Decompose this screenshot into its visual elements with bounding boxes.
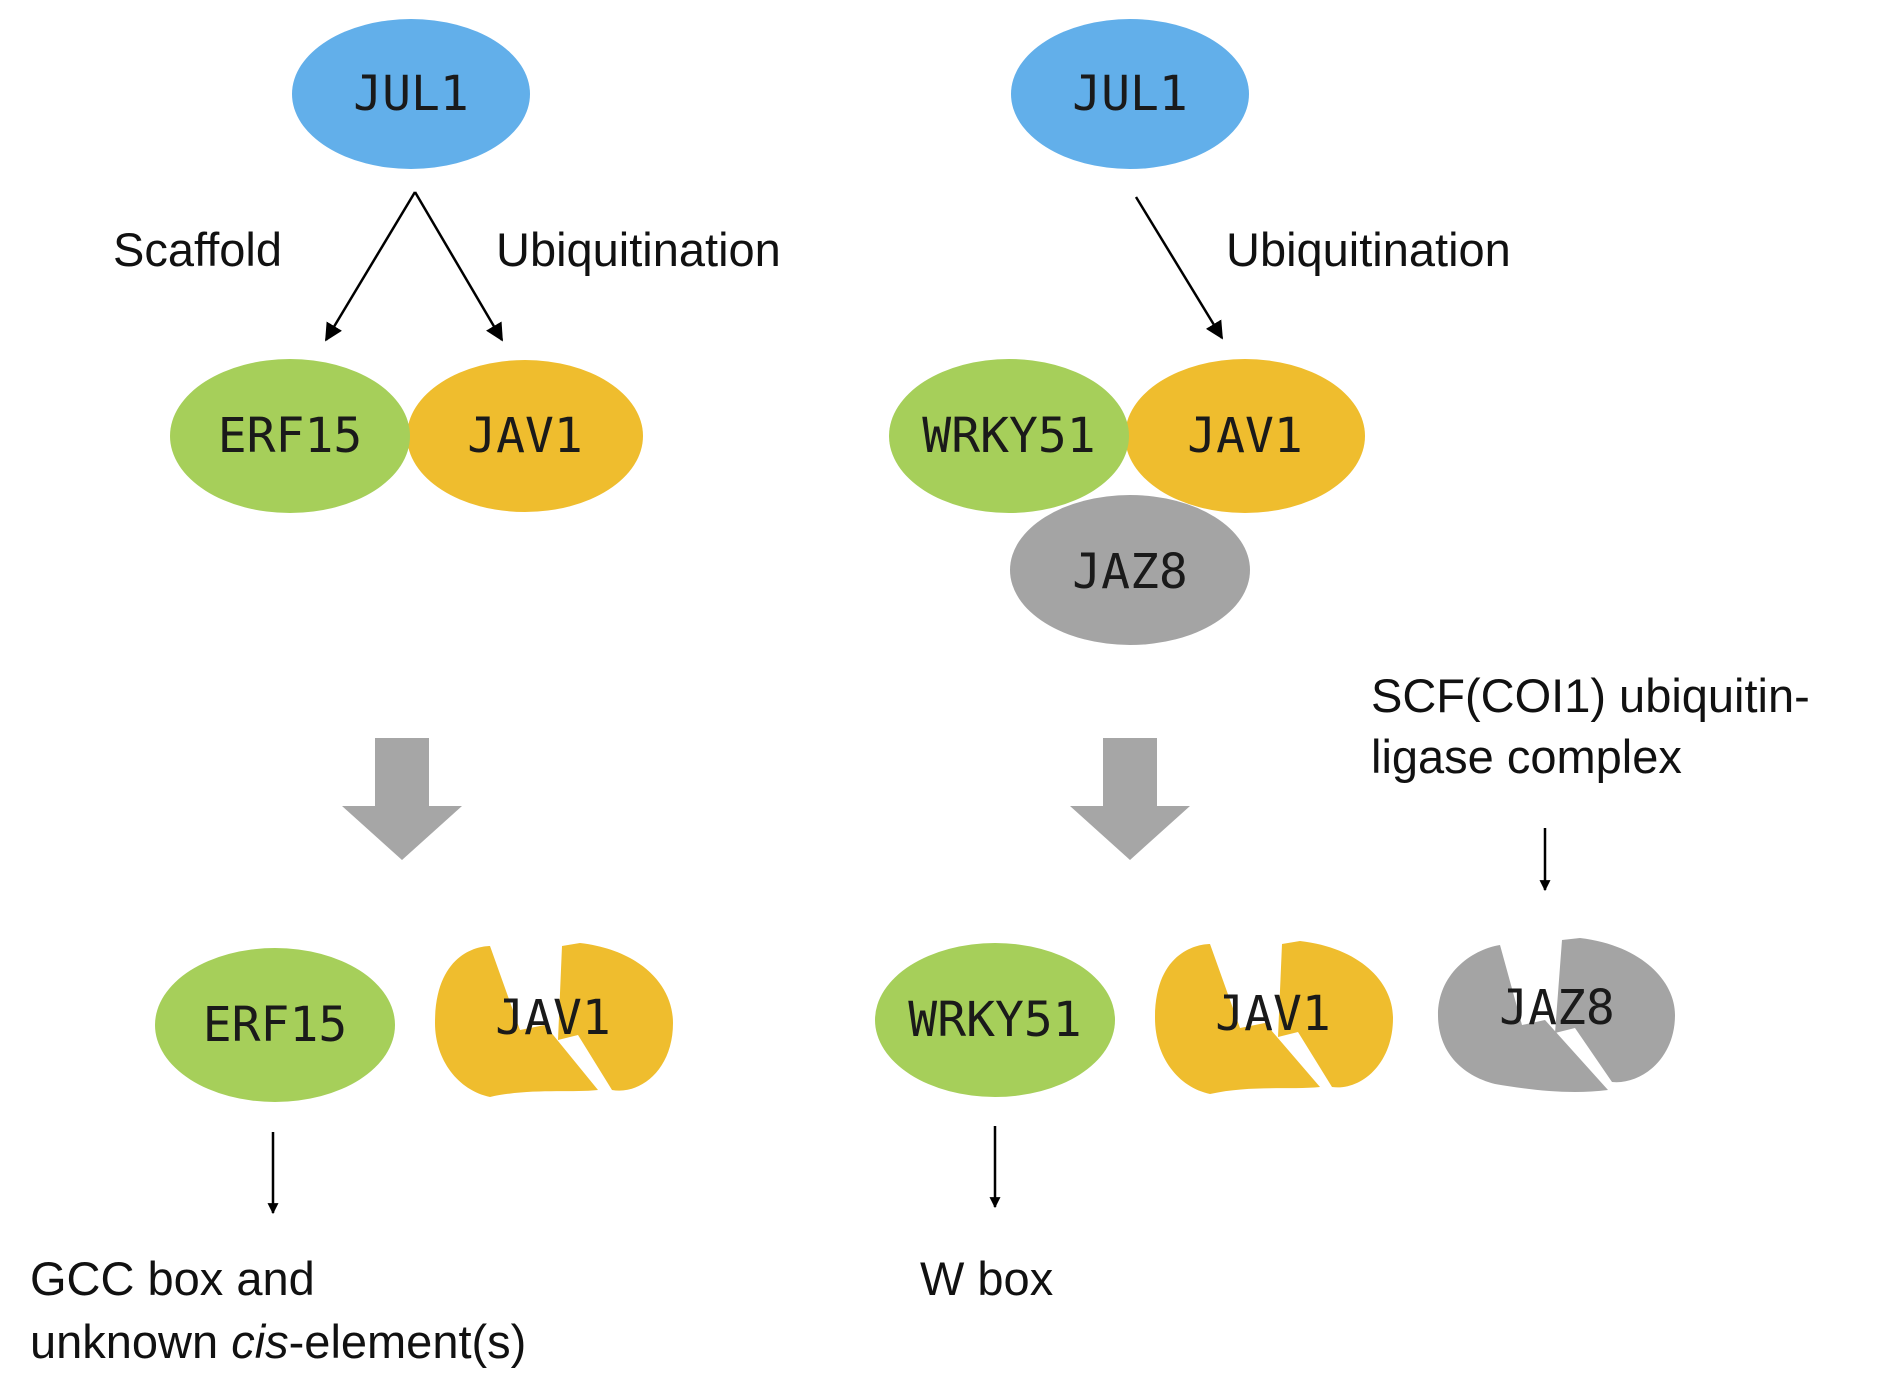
right-wrky51-label: WRKY51 [922, 408, 1095, 464]
right-result-jaz8-label: JAZ8 [1499, 980, 1615, 1036]
left-down-big-arrow [342, 738, 462, 860]
left-jav1-label: JAV1 [467, 408, 583, 464]
right-ubiquitination-arrow [1134, 196, 1224, 340]
left-ubiquitination-arrow [413, 191, 504, 342]
left-result: ERF15 JAV1 [155, 943, 673, 1102]
right-complex: WRKY51 JAV1 JAZ8 [889, 359, 1365, 645]
scf-label-line2: ligase complex [1371, 730, 1682, 783]
left-result-erf15-label: ERF15 [203, 997, 348, 1053]
right-ubiquitination-label: Ubiquitination [1226, 223, 1511, 276]
left-jav1-broken-right [558, 943, 673, 1091]
left-result-jav1-label: JAV1 [495, 990, 611, 1046]
right-result-wrky51-label: WRKY51 [908, 992, 1081, 1048]
right-jav1-broken-left [1155, 944, 1320, 1094]
right-result-jav1-label: JAV1 [1215, 986, 1331, 1042]
right-jul1-node: JUL1 [1011, 19, 1249, 169]
scaffold-label: Scaffold [113, 223, 282, 276]
right-down-big-arrow [1070, 738, 1190, 860]
right-target-label: W box [920, 1252, 1053, 1305]
right-result: WRKY51 JAV1 JAZ8 [875, 938, 1675, 1097]
left-target-line1: GCC box and [30, 1252, 315, 1305]
right-jul1-label: JUL1 [1072, 66, 1188, 122]
right-jaz8-broken-right [1555, 938, 1675, 1083]
scf-label-line1: SCF(COI1) ubiquitin- [1371, 669, 1810, 722]
scaffold-arrow [324, 191, 417, 342]
right-jav1-broken-right [1278, 941, 1393, 1088]
left-ubiquitination-label: Ubiquitination [496, 223, 781, 276]
right-jaz8-label: JAZ8 [1072, 544, 1188, 600]
left-jul1-label: JUL1 [353, 66, 469, 122]
left-jav1-broken-left [435, 946, 598, 1097]
left-complex: ERF15 JAV1 [170, 359, 643, 513]
left-panel: JUL1 Scaffold Ubiquitination ERF15 JAV1 … [30, 19, 781, 1368]
right-panel: JUL1 Ubiquitination WRKY51 JAV1 JAZ8 SCF… [875, 19, 1810, 1305]
left-jul1-node: JUL1 [292, 19, 530, 169]
right-jav1-label: JAV1 [1187, 408, 1303, 464]
left-erf15-label: ERF15 [218, 408, 363, 464]
right-jaz8-broken-left [1438, 945, 1608, 1093]
left-target-line2: unknown cis-element(s) [30, 1315, 526, 1368]
